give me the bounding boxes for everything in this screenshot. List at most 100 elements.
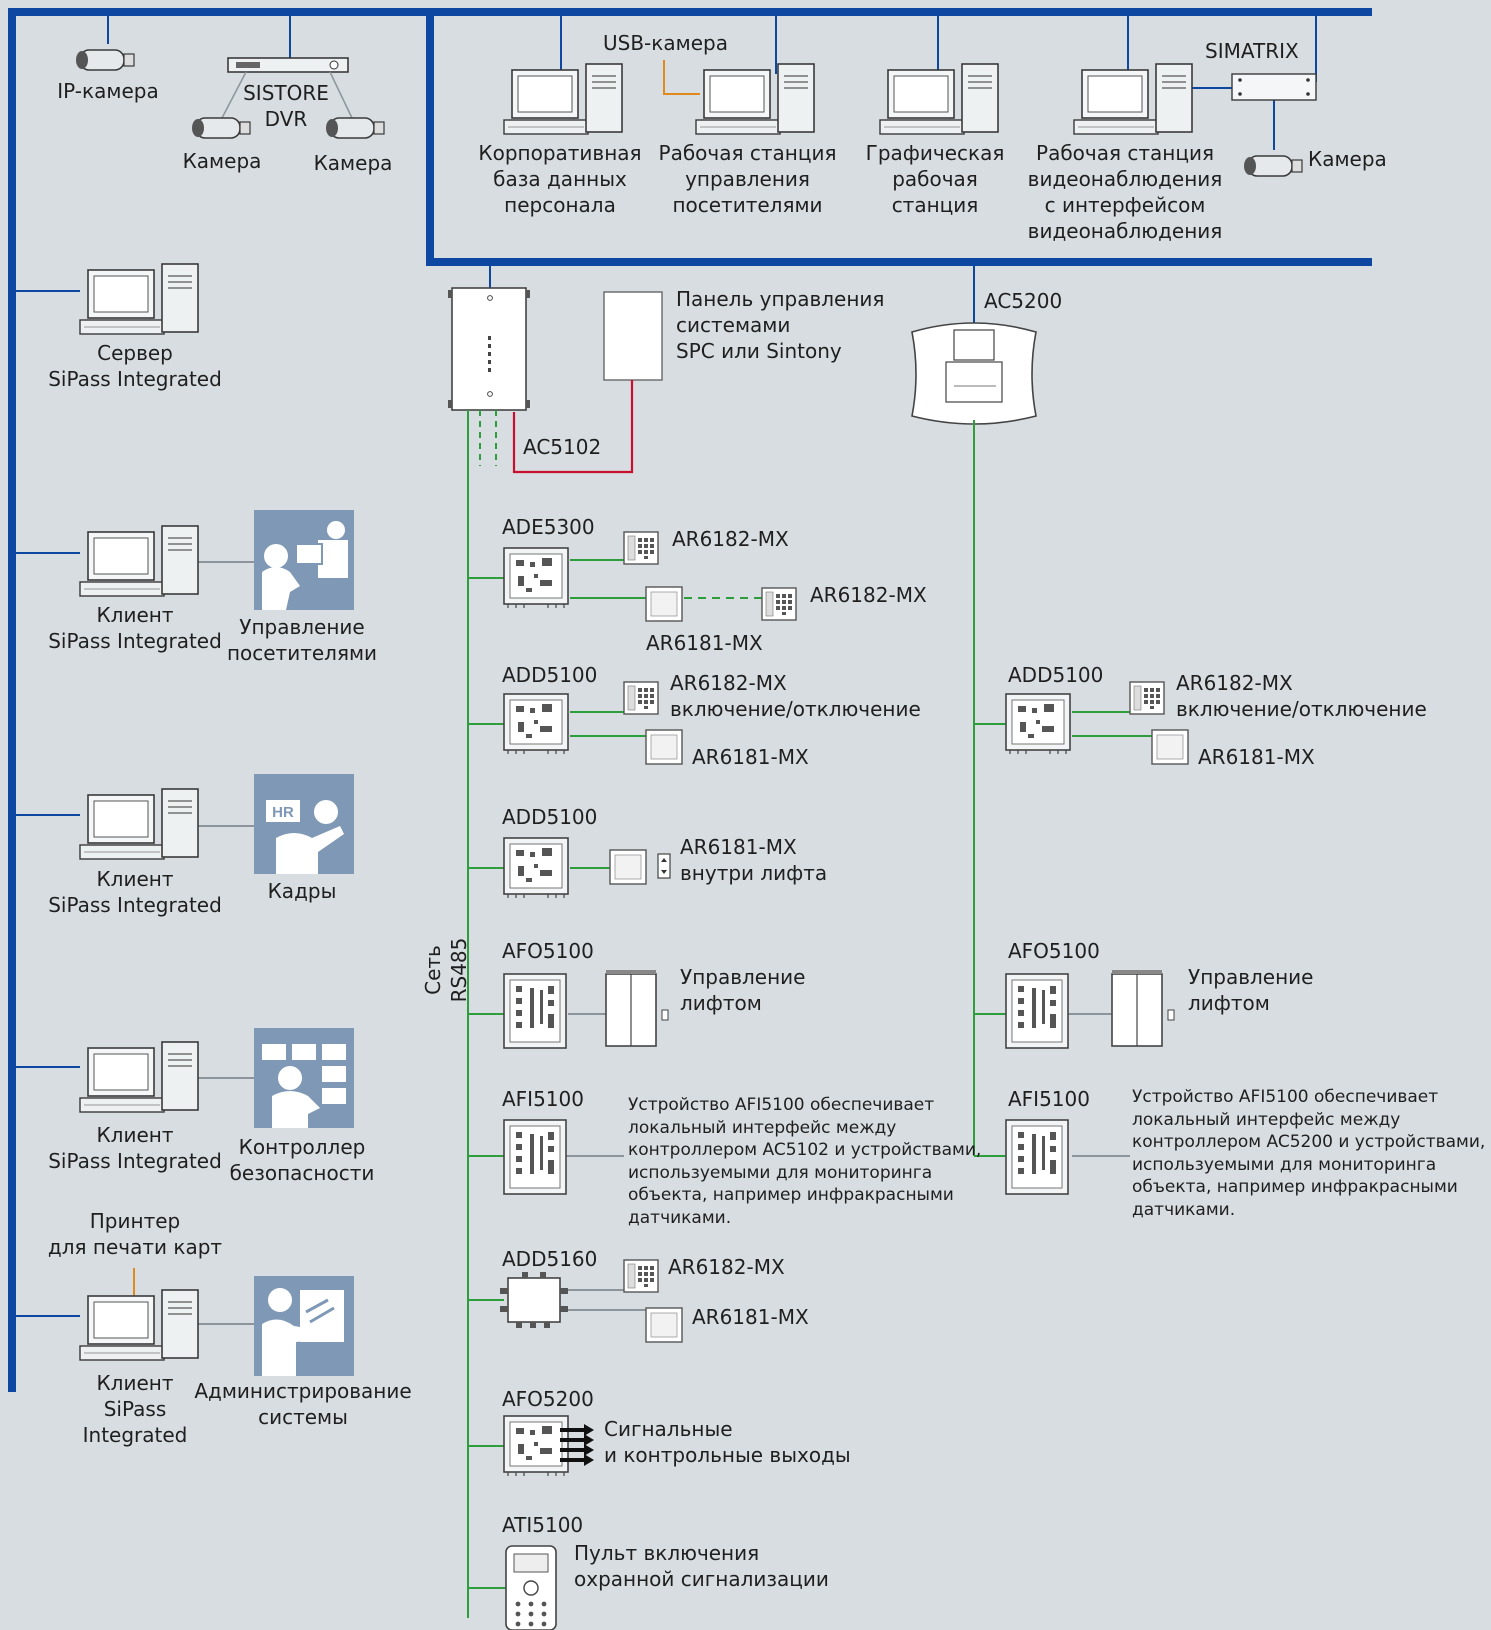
elevator-control-label: Управление лифтом — [680, 965, 806, 1015]
spc-panel-icon — [603, 291, 663, 381]
server-icon — [79, 263, 199, 335]
hr-icon: HR — [254, 774, 354, 874]
afi5100-module-icon — [1005, 1119, 1069, 1195]
afi5100-label: AFI5100 — [1008, 1087, 1090, 1111]
outputs-label: Сигнальные и контрольные выходы — [604, 1417, 851, 1467]
camera-label: Камера — [182, 149, 262, 173]
graphic-workstation-label: Графическая рабочая станция — [865, 141, 1005, 217]
add5100-label: ADD5100 — [502, 805, 598, 829]
afi5100-description: Устройство AFI5100 обеспечивает локальны… — [628, 1095, 982, 1228]
reader-label: AR6181-MX — [1198, 745, 1315, 769]
workstation-icon — [879, 63, 999, 135]
reader-label: AR6181-MX — [692, 1305, 809, 1329]
afi5100-description: Устройство AFI5100 обеспечивает локальны… — [1132, 1087, 1486, 1220]
reader-label: AR6182-MX включение/отключение — [670, 671, 921, 721]
visitor-management-icon — [254, 510, 354, 610]
client-label: Клиент SiPass Integrated — [48, 1123, 222, 1173]
afi5100-label: AFI5100 — [502, 1087, 584, 1111]
add5100-label: ADD5100 — [502, 663, 598, 687]
reader-label: AR6181-MX — [646, 631, 763, 655]
dvr-icon — [227, 57, 349, 73]
simatrix-icon — [1231, 73, 1317, 101]
add5160-label: ADD5160 — [502, 1247, 598, 1271]
visitor-management-label: Управление посетителями — [226, 615, 378, 665]
workstation-icon — [695, 63, 815, 135]
client-label: Клиент SiPass Integrated — [48, 867, 222, 917]
afo5200-module-icon — [503, 1415, 569, 1477]
ac5102-controller-icon — [448, 287, 530, 411]
camera-icon — [1243, 155, 1303, 177]
afo5100-module-icon — [1005, 973, 1069, 1049]
ati5100-keypad-icon — [505, 1545, 557, 1630]
reader-label: AR6182-MX — [810, 583, 927, 607]
bus-taps — [12, 12, 1317, 1317]
add5100-module-icon — [503, 837, 569, 899]
afi5100-module-icon — [503, 1119, 567, 1195]
security-controller-icon — [254, 1028, 354, 1128]
ade5300-label: ADE5300 — [502, 515, 595, 539]
afo5200-label: AFO5200 — [502, 1387, 594, 1411]
afo5100-label: AFO5100 — [502, 939, 594, 963]
reader-label: AR6182-MX включение/отключение — [1176, 671, 1427, 721]
system-admin-icon — [254, 1276, 354, 1376]
system-admin-label: Администрирование системы — [194, 1379, 412, 1429]
camera-label: Камера — [1308, 147, 1387, 171]
dvr-label: SISTORE DVR — [243, 81, 329, 131]
ac5102-label: AC5102 — [523, 435, 602, 459]
add5100-module-icon — [503, 693, 569, 755]
rs485-label: Сеть RS485 — [421, 937, 471, 1003]
ar6182-keypad-icon — [623, 681, 659, 715]
ar6181-reader-icon — [645, 729, 683, 765]
ar6182-keypad-icon — [761, 587, 797, 621]
reader-label: AR6181-MX — [692, 745, 809, 769]
add5160-module-icon — [500, 1272, 568, 1328]
ac5200-label: AC5200 — [984, 289, 1063, 313]
visitor-workstation-label: Рабочая станция управления посетителями — [658, 141, 837, 217]
reader-label: AR6182-MX — [668, 1255, 785, 1279]
elevator-control-label: Управление лифтом — [1188, 965, 1314, 1015]
elevator-icon — [1111, 969, 1175, 1047]
security-controller-label: Контроллер безопасности — [229, 1135, 375, 1185]
alarm-panel-label: Пульт включения охранной сигнализации — [574, 1541, 829, 1591]
rs485-network — [467, 410, 762, 1618]
ac5200-network — [973, 420, 1152, 1157]
computer-icon — [79, 788, 199, 860]
ar6181-reader-icon — [645, 1307, 683, 1343]
ac5200-controller-icon — [911, 322, 1037, 425]
device-links — [560, 1013, 1130, 1311]
camera-label: Камера — [313, 151, 393, 175]
usb-camera-label: USB-камера — [603, 31, 728, 55]
client-label: Клиент SiPass Integrated — [48, 603, 222, 653]
output-arrows-icon — [560, 1424, 594, 1466]
hr-label: Кадры — [267, 879, 337, 903]
afo5100-label: AFO5100 — [1008, 939, 1100, 963]
computer-icon — [79, 1289, 199, 1361]
workstation-icon — [503, 63, 623, 135]
blue-bus — [8, 8, 1372, 1392]
elevator-button-icon — [657, 853, 671, 879]
video-workstation-label: Рабочая станция видеонаблюдения с интерф… — [1027, 141, 1223, 243]
ip-camera-label: IP-камера — [57, 79, 159, 103]
hr-badge: HR — [272, 804, 294, 821]
ar6182-keypad-icon — [623, 531, 659, 565]
simatrix-label: SIMATRIX — [1205, 39, 1299, 63]
reader-label: AR6182-MX — [672, 527, 789, 551]
ar6182-keypad-icon — [1129, 681, 1165, 715]
ar6182-keypad-icon — [623, 1259, 659, 1293]
elevator-icon — [605, 969, 669, 1047]
ati5100-label: ATI5100 — [502, 1513, 584, 1537]
printer-label: Принтер для печати карт — [47, 1209, 223, 1259]
corporate-db-label: Корпоративная база данных персонала — [478, 141, 642, 217]
client-label: Клиент SiPass Integrated — [82, 1371, 188, 1447]
computer-icon — [79, 1041, 199, 1113]
spc-panel-label: Панель управления системами SPC или Sint… — [676, 287, 885, 363]
ar6181-reader-icon — [1151, 729, 1189, 765]
ade5300-module-icon — [503, 547, 569, 609]
reader-label: AR6181-MX внутри лифта — [680, 835, 828, 885]
workstation-icon — [1073, 63, 1193, 135]
server-label: Сервер SiPass Integrated — [48, 341, 222, 391]
ar6181-reader-icon — [609, 849, 647, 885]
afo5100-module-icon — [503, 973, 567, 1049]
